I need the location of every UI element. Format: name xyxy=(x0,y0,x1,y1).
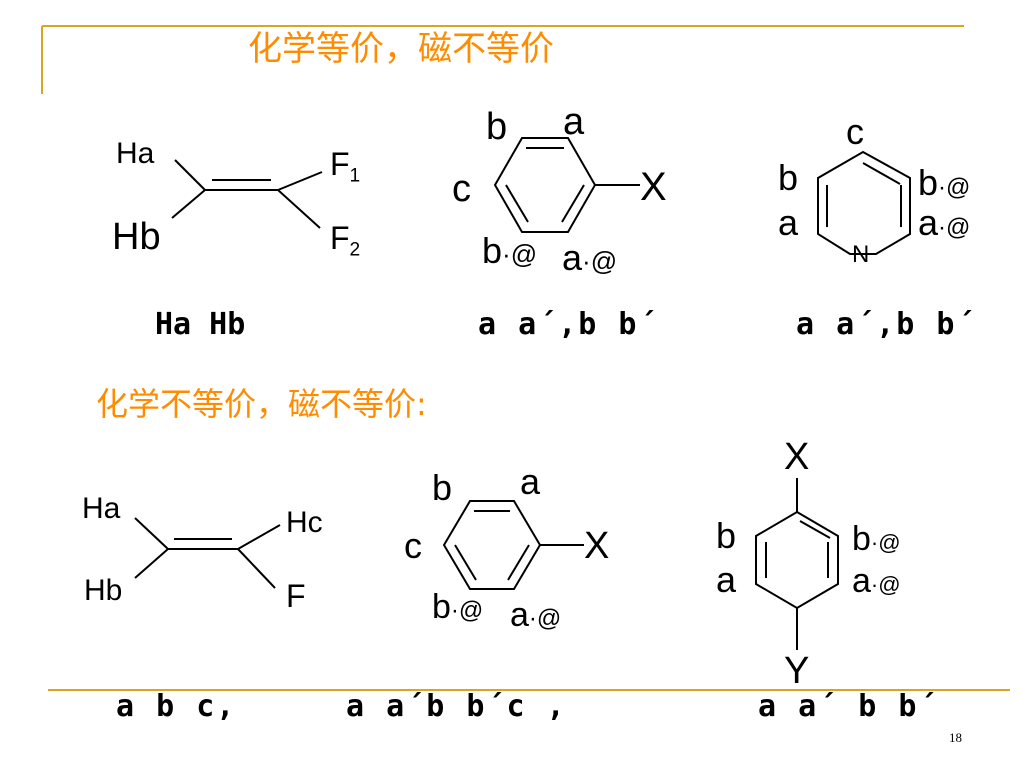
label-b-pyridine: b xyxy=(778,157,799,198)
label-x-3: X xyxy=(784,436,810,478)
label-hb-2: Hb xyxy=(84,574,123,607)
label-f1: F1 xyxy=(330,146,361,187)
label-a-prime: a·@ xyxy=(562,237,618,278)
label-b-3: b xyxy=(716,515,737,556)
label-n-pyridine: N xyxy=(852,241,870,268)
label-b-prime: b·@ xyxy=(482,230,538,271)
label-b-prime-pyridine: b·@ xyxy=(918,162,971,203)
result-1-3: a a´,b b´ xyxy=(796,307,977,342)
section2-title: 化学不等价，磁不等价: xyxy=(96,385,427,423)
label-a-prime-pyridine: a·@ xyxy=(918,202,971,243)
label-b-prime-2: b·@ xyxy=(432,588,484,626)
label-b: b xyxy=(486,106,508,148)
label-c: c xyxy=(452,168,471,210)
molecule-difluoroethylene xyxy=(171,159,323,229)
label-a-3: a xyxy=(716,559,737,600)
result-2-2: a a´b b´c , xyxy=(346,689,567,724)
molecule-para-benzene xyxy=(755,478,839,650)
label-x-2: X xyxy=(584,525,610,567)
molecule-fluoroethylene xyxy=(134,517,281,589)
label-a-prime-2: a·@ xyxy=(510,596,562,634)
label-f-2: F xyxy=(286,578,306,614)
label-a-prime-3: a·@ xyxy=(852,562,901,600)
label-c-pyridine: c xyxy=(846,111,864,152)
label-ha-2: Ha xyxy=(82,492,121,525)
label-a: a xyxy=(563,101,585,143)
section1-title: 化学等价，磁不等价 xyxy=(248,29,554,69)
label-a-pyridine: a xyxy=(778,202,799,243)
result-2-1: a b c, xyxy=(116,689,237,724)
label-f2: F2 xyxy=(330,220,361,261)
label-a-2: a xyxy=(520,461,541,502)
label-y-3: Y xyxy=(784,650,810,692)
molecule-pyridine xyxy=(817,150,911,255)
label-hc-2: Hc xyxy=(286,506,323,539)
molecule-benzene-x xyxy=(493,137,640,233)
label-x: X xyxy=(640,165,667,209)
result-1-2: a a´,b b´ xyxy=(478,307,659,342)
page-number: 18 xyxy=(949,730,962,745)
label-c-2: c xyxy=(404,525,422,566)
result-2-3: a a´ b b´ xyxy=(758,689,939,724)
label-b-2: b xyxy=(432,467,453,508)
result-1-1: Ha Hb xyxy=(155,307,246,342)
label-ha: Ha xyxy=(116,137,155,170)
label-b-prime-3: b·@ xyxy=(852,520,901,558)
molecule-benzene-x-2 xyxy=(442,500,584,590)
label-hb: Hb xyxy=(112,216,161,258)
